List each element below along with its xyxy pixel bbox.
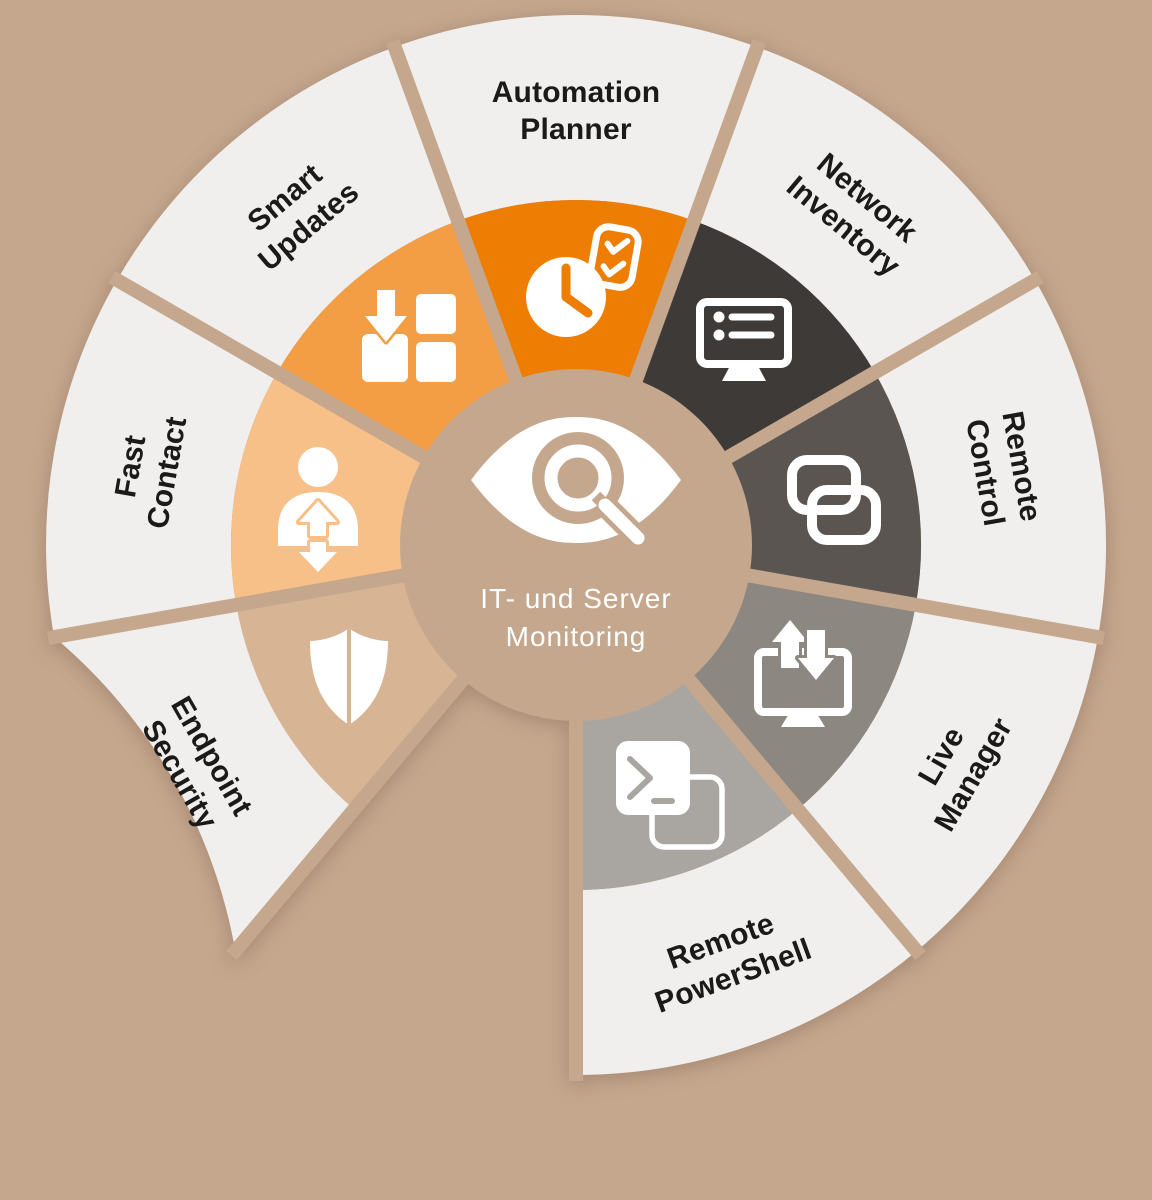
segment-fast-contact-outer	[46, 280, 278, 637]
package-download-icon	[362, 287, 456, 382]
server-eye-logo	[471, 417, 681, 560]
segment-network-inventory-outer	[694, 47, 1035, 373]
center-title-line2: Monitoring	[506, 621, 647, 652]
segment-smart-updates-outer	[117, 47, 458, 373]
segment-remote-control-outer	[874, 280, 1107, 637]
person-updown-arrows-icon	[278, 447, 358, 575]
label-line: Automation	[492, 76, 661, 109]
segment-automation-planner-outer	[394, 15, 758, 221]
clock-checklist-icon	[526, 223, 642, 337]
segment-dividers	[46, 38, 1106, 1081]
security-shield-icon	[310, 628, 388, 725]
divider	[625, 38, 766, 393]
powershell-terminal-icon	[616, 741, 725, 850]
divider	[715, 270, 1044, 469]
divider	[108, 270, 437, 469]
divider	[46, 566, 415, 645]
segment-network-inventory-inner	[635, 220, 875, 458]
center-title-line1: IT- und Server	[480, 583, 671, 614]
label-automation-planner: Automation Planner	[492, 76, 661, 146]
divider	[226, 666, 476, 961]
segment-remote-powershell-outer	[576, 809, 917, 1075]
monitor-inventory-list-icon	[696, 298, 792, 381]
center-hub-disc	[400, 369, 752, 721]
divider	[386, 38, 527, 393]
label-line: Planner	[520, 113, 632, 146]
outer-ring	[46, 15, 1107, 1075]
segment-live-manager-inner	[688, 575, 916, 810]
monitor-updown-arrows-icon	[754, 617, 852, 727]
segment-live-manager-outer	[797, 604, 1098, 951]
divider	[737, 566, 1106, 645]
overlapping-screens-icon	[787, 455, 881, 545]
divider	[676, 666, 926, 961]
wheel: IT- und Server Monitoring Automation Pla…	[46, 15, 1107, 1081]
